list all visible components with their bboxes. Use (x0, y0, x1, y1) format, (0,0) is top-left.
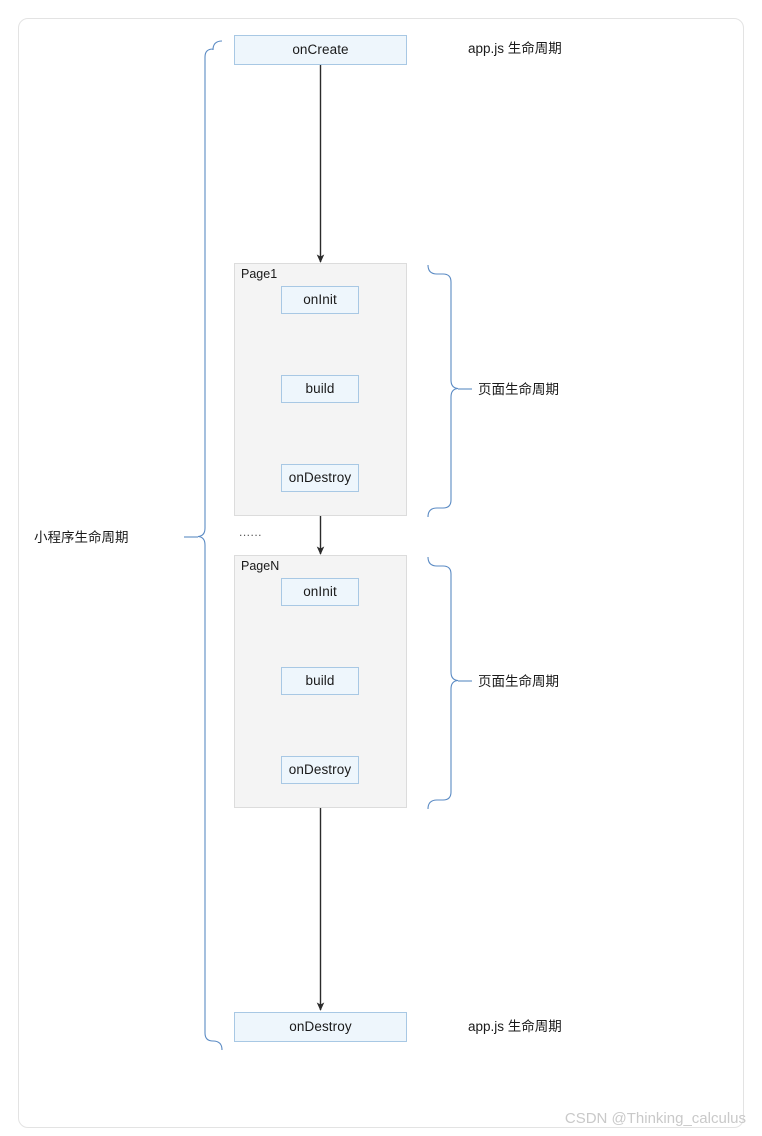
node-app-oncreate[interactable]: onCreate (234, 35, 407, 65)
label-app-lifecycle-top: app.js 生命周期 (468, 41, 562, 56)
node-app-ondestroy[interactable]: onDestroy (234, 1012, 407, 1042)
ellipsis-between-pages: ...... (239, 525, 263, 539)
label-app-lifecycle-bottom: app.js 生命周期 (468, 1019, 562, 1034)
node-pagen-oninit[interactable]: onInit (281, 578, 359, 606)
page-group-label-pagen: PageN (241, 559, 280, 573)
node-pagen-ondestroy[interactable]: onDestroy (281, 756, 359, 784)
node-pagen-build[interactable]: build (281, 667, 359, 695)
label-page-lifecycle-1: 页面生命周期 (478, 382, 559, 397)
node-page1-oninit[interactable]: onInit (281, 286, 359, 314)
label-page-lifecycle-n: 页面生命周期 (478, 674, 559, 689)
page-group-label-page1: Page1 (241, 267, 278, 281)
watermark: CSDN @Thinking_calculus (564, 1110, 746, 1127)
node-page1-build[interactable]: build (281, 375, 359, 403)
node-page1-ondestroy[interactable]: onDestroy (281, 464, 359, 492)
label-miniprogram-lifecycle: 小程序生命周期 (34, 530, 129, 545)
